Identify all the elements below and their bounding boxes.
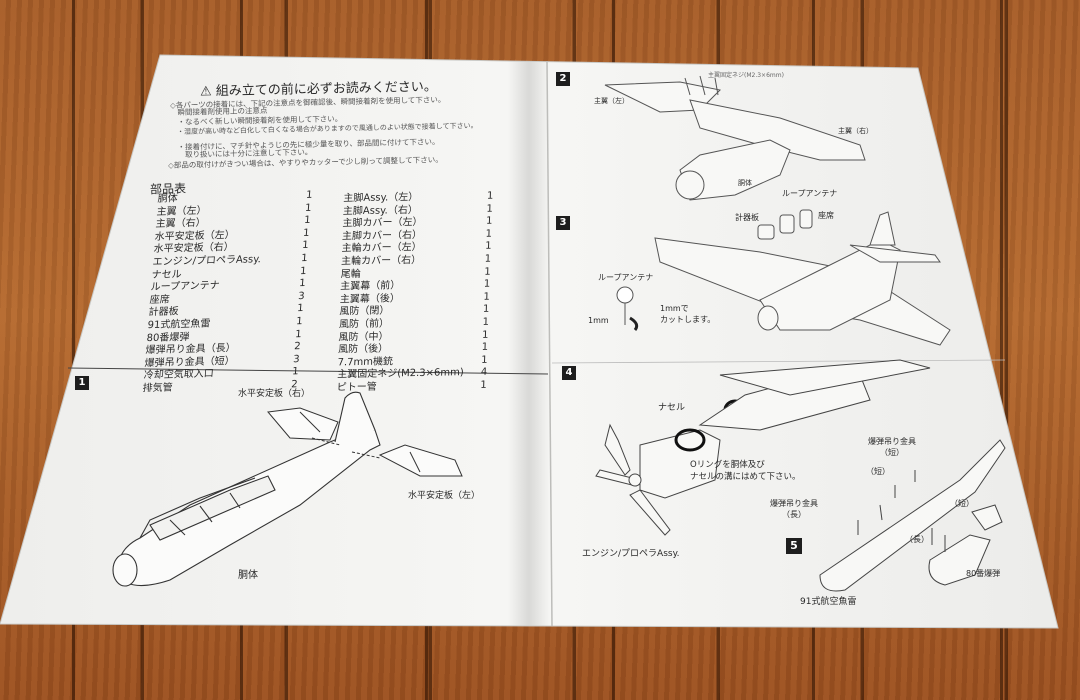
label-short-b: （短） — [950, 499, 974, 508]
label-loop-antenna: ループアンテナ — [782, 189, 838, 198]
label-stabilizer-left: 水平安定板（左） — [408, 491, 481, 501]
label-fuselage: 胴体 — [238, 570, 258, 581]
label-oring-instruction: Oリングを胴体及び ナセルの溝にはめて下さい。 — [690, 460, 801, 482]
label-1mm: 1mm — [588, 316, 609, 325]
label-seat: 座席 — [818, 211, 834, 220]
fuselage-drawing — [112, 391, 381, 587]
stabilizer-left-drawing — [351, 444, 463, 477]
label-91-torpedo: 91式航空魚雷 — [800, 597, 857, 607]
step2-assembly-drawing — [604, 75, 866, 201]
label-fuselage-step2: 胴体 — [738, 179, 752, 187]
stabilizer-right-drawing — [267, 407, 341, 446]
plank-seam — [1000, 0, 1003, 700]
step-1-badge: 1 — [75, 376, 89, 390]
step3-assembly-drawing — [616, 209, 951, 346]
label-loop-antenna-detail: ループアンテナ — [598, 273, 654, 282]
step-2-badge: 2 — [556, 72, 570, 86]
label-short-a: （短） — [866, 467, 890, 476]
label-cut-instruction: 1mmで カットします。 — [660, 304, 716, 324]
label-nacelle: ナセル — [658, 403, 686, 413]
label-engine-propeller: エンジン/プロペラAssy. — [582, 549, 680, 559]
label-hanger-long: 爆弾吊り金具 （長） — [770, 499, 818, 519]
label-wing-left: 主翼（左） — [594, 97, 629, 105]
label-stabilizer-right: 水平安定板（右） — [238, 389, 311, 399]
step-5-badge: 5 — [786, 538, 802, 554]
label-hanger-short: 爆弾吊り金具 （短） — [868, 437, 916, 457]
step4-engine-drawing — [595, 359, 931, 536]
plank-seam — [72, 0, 75, 700]
label-wing-right: 主翼（右） — [838, 127, 873, 135]
label-80-bomb: 80番爆弾 — [966, 569, 1001, 578]
parts-list-right: 主脚Assy.（左）1 主脚Assy.（右）1 主脚カバー（左）1 主脚カバー（… — [336, 191, 494, 395]
label-instrument-panel: 計器板 — [735, 213, 759, 222]
step-3-badge: 3 — [556, 216, 570, 230]
step-4-badge: 4 — [562, 366, 576, 380]
step5-ordnance-drawing — [819, 439, 1006, 592]
label-wing-screw: 主翼固定ネジ(M2.3×6mm) — [708, 72, 784, 79]
label-long: （長） — [905, 535, 929, 544]
